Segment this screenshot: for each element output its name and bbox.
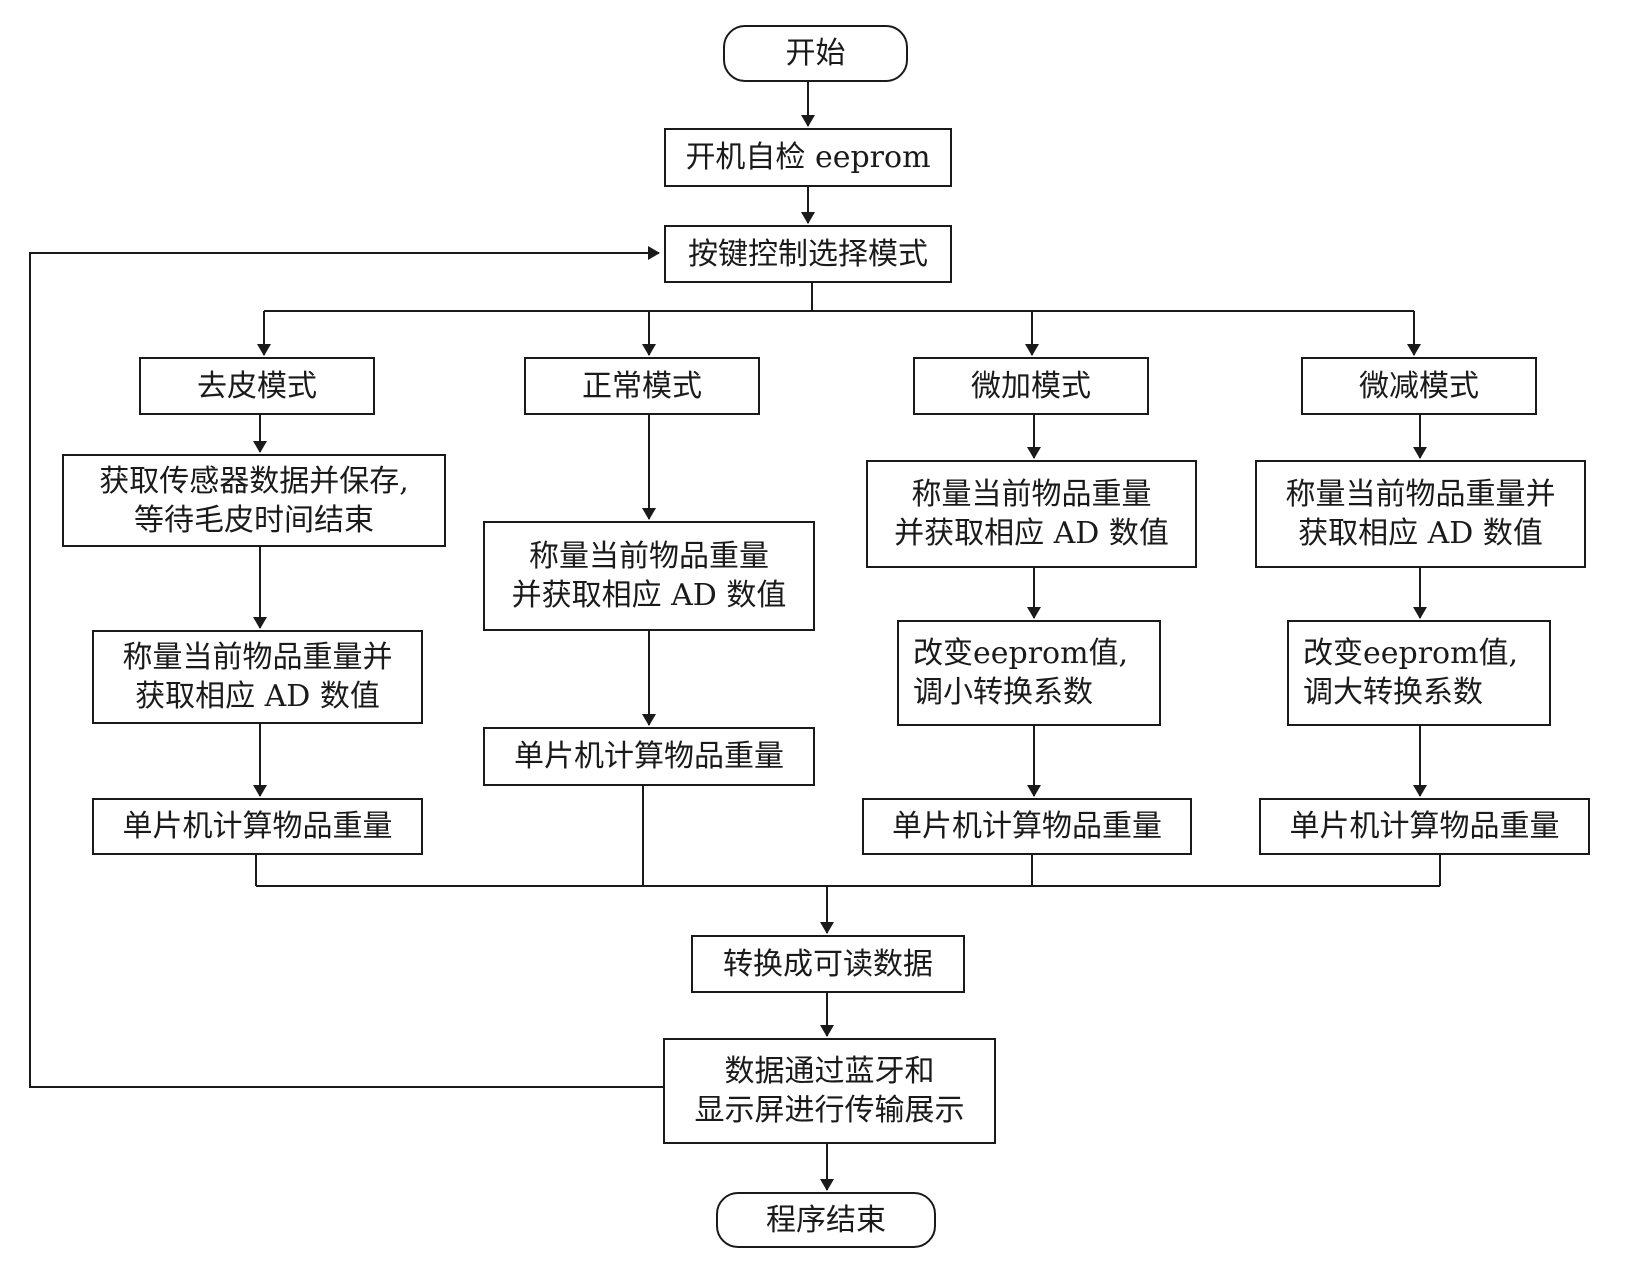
node-text-line: 获取相应 AD 数值: [135, 679, 380, 714]
node-text-line: 获取相应 AD 数值: [1298, 516, 1543, 551]
tare-weigh-node: 称量当前物品重量并获取相应 AD 数值: [92, 630, 423, 724]
start-node: 开始: [723, 25, 908, 82]
normal-mode-node: 正常模式: [524, 357, 760, 415]
normal-weigh-node: 称量当前物品重量并获取相应 AD 数值: [483, 521, 815, 631]
node-text-line: 并获取相应 AD 数值: [894, 516, 1169, 551]
node-text-line: 微加模式: [971, 368, 1091, 404]
node-text-line: 去皮模式: [197, 368, 317, 404]
sub-weigh-node: 称量当前物品重量并获取相应 AD 数值: [1255, 460, 1586, 568]
node-text-line: 称量当前物品重量并: [122, 640, 393, 675]
fine-add-mode-node: 微加模式: [913, 357, 1149, 415]
node-text-line: 改变eeprom值,: [913, 636, 1129, 671]
node-text-line: 按键控制选择模式: [688, 236, 928, 272]
sub-eeprom-node: 改变eeprom值, 调大转换系数: [1287, 620, 1551, 726]
node-text-line: 开始: [785, 36, 846, 71]
node-text-line: 调小转换系数: [913, 675, 1093, 710]
add-compute-node: 单片机计算物品重量: [862, 798, 1192, 855]
tare-acquire-node: 获取传感器数据并保存,等待毛皮时间结束: [62, 454, 446, 547]
node-text-line: 改变eeprom值,: [1303, 636, 1519, 671]
node-text-line: 单片机计算物品重量: [892, 809, 1162, 844]
add-eeprom-node: 改变eeprom值, 调小转换系数: [897, 620, 1161, 726]
end-node: 程序结束: [716, 1192, 936, 1248]
convert-node: 转换成可读数据: [691, 935, 965, 993]
node-text-line: 单片机计算物品重量: [1289, 809, 1560, 844]
add-weigh-node: 称量当前物品重量并获取相应 AD 数值: [866, 460, 1197, 568]
node-text-line: 显示屏进行传输展示: [694, 1093, 965, 1128]
node-text-line: 称量当前物品重量: [529, 539, 769, 574]
node-text-line: 正常模式: [582, 368, 702, 404]
node-text-line: 称量当前物品重量: [911, 477, 1152, 512]
transmit-node: 数据通过蓝牙和显示屏进行传输展示: [663, 1038, 996, 1144]
node-text-line: 单片机计算物品重量: [514, 739, 784, 774]
node-text-line: 调大转换系数: [1303, 675, 1483, 710]
node-text-line: 转换成可读数据: [723, 946, 933, 982]
node-text-line: 等待毛皮时间结束: [134, 502, 374, 538]
node-text-line: 单片机计算物品重量: [122, 809, 393, 844]
node-text-line: 微减模式: [1359, 368, 1479, 404]
node-text-line: 称量当前物品重量并: [1285, 477, 1556, 512]
sub-compute-node: 单片机计算物品重量: [1259, 798, 1590, 855]
mode-select-node: 按键控制选择模式: [664, 225, 952, 283]
fine-sub-mode-node: 微减模式: [1301, 357, 1537, 415]
node-text-line: 数据通过蓝牙和: [724, 1054, 935, 1089]
node-text-line: 获取传感器数据并保存,: [99, 463, 409, 499]
normal-compute-node: 单片机计算物品重量: [483, 727, 815, 786]
edge-loop-back: [29, 246, 663, 1088]
node-text-line: 并获取相应 AD 数值: [511, 578, 787, 613]
node-text-line: 程序结束: [766, 1202, 886, 1238]
node-text-line: 开机自检 eeprom: [685, 140, 931, 175]
tare-compute-node: 单片机计算物品重量: [92, 798, 423, 855]
selfcheck-node: 开机自检 eeprom: [664, 128, 952, 187]
tare-mode-node: 去皮模式: [139, 357, 375, 415]
